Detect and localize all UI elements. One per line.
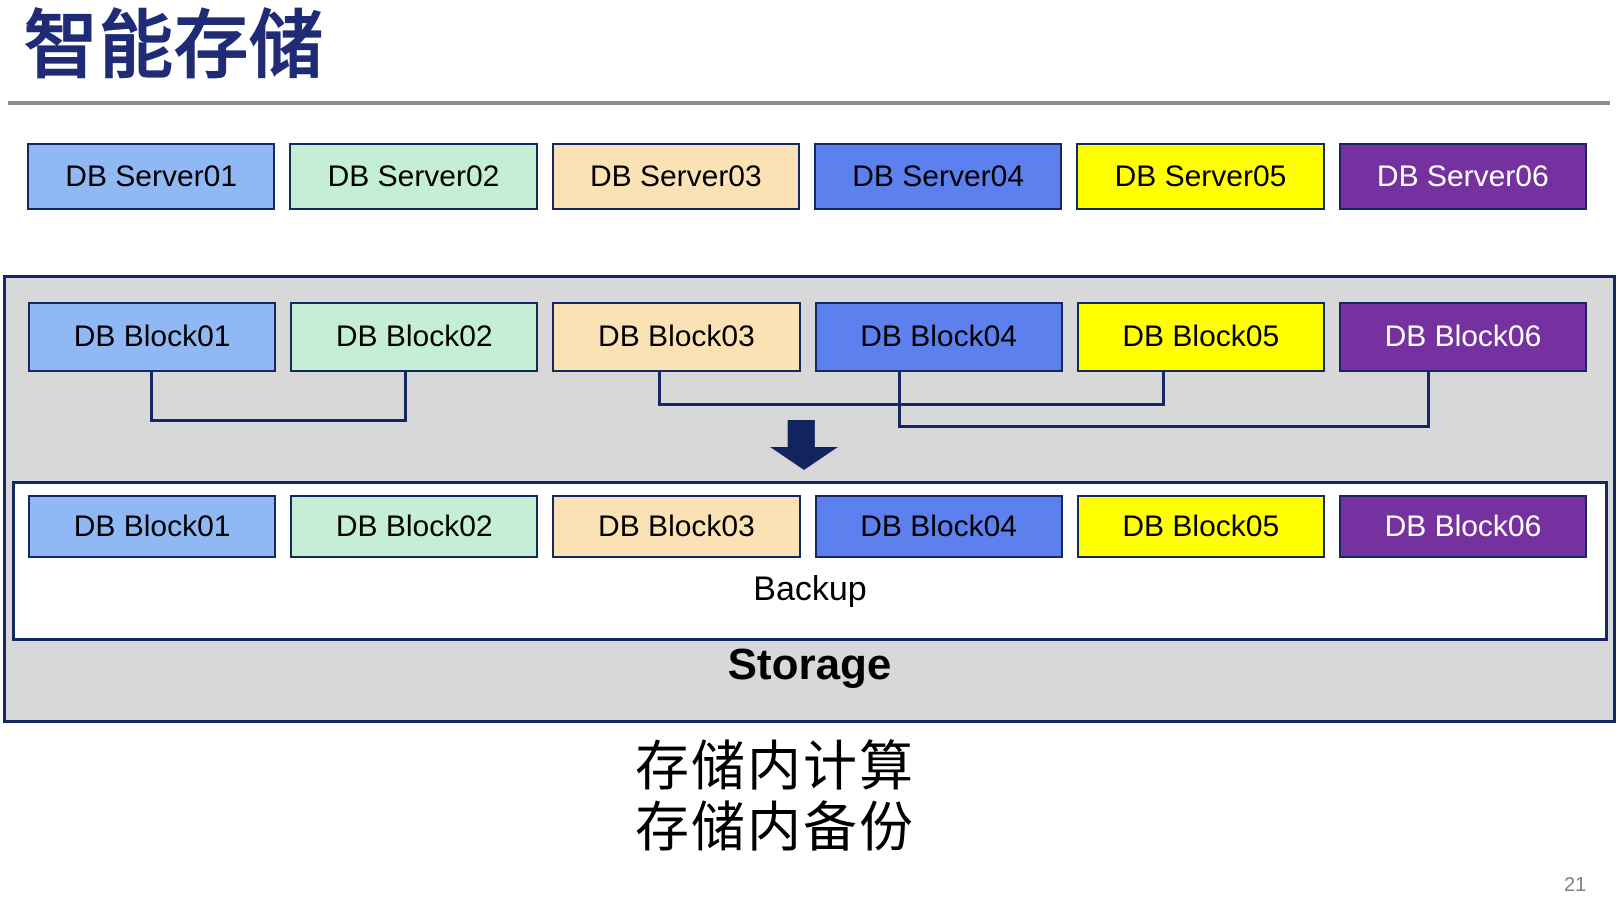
db-block-top-01: DB Block01 (28, 302, 277, 372)
db-block-bottom-06: DB Block06 (1338, 495, 1588, 558)
storage-label: Storage (727, 640, 892, 689)
db-server-box-03: DB Server03 (551, 143, 800, 210)
page-number: 21 (1564, 874, 1587, 896)
db-block-top-03: DB Block03 (552, 302, 801, 372)
backup-label: Backup (753, 570, 867, 608)
page-title: 智能存储 (24, 4, 324, 87)
connector-block04-block06 (898, 371, 1430, 428)
db-server-box-05: DB Server05 (1076, 143, 1325, 210)
db-block-bottom-02: DB Block02 (290, 495, 539, 558)
db-server-box-06: DB Server06 (1338, 143, 1587, 210)
db-block-top-02: DB Block02 (290, 302, 539, 372)
db-server-row: DB Server01 DB Server02 DB Server03 DB S… (27, 143, 1587, 210)
caption-text: 存储内计算 存储内备份 (635, 737, 915, 859)
db-block-bottom-04: DB Block04 (814, 495, 1063, 558)
db-block-bottom-05: DB Block05 (1076, 495, 1325, 558)
connector-block01-block02 (150, 371, 407, 422)
db-block-top-04: DB Block04 (814, 302, 1063, 372)
db-block-top-06: DB Block06 (1338, 302, 1588, 372)
backup-box (12, 481, 1608, 641)
title-divider (8, 101, 1610, 105)
caption-line-1: 存储内计算 (635, 737, 915, 797)
db-server-box-04: DB Server04 (813, 143, 1063, 210)
db-server-box-01: DB Server01 (27, 143, 276, 210)
db-block-top-05: DB Block05 (1076, 302, 1325, 372)
db-block-bottom-01: DB Block01 (28, 495, 277, 558)
connector-block03-block05 (658, 371, 1165, 406)
db-block-bottom-03: DB Block03 (552, 495, 801, 558)
db-server-box-02: DB Server02 (289, 143, 538, 210)
db-block-row-bottom: DB Block01 DB Block02 DB Block03 DB Bloc… (28, 495, 1588, 558)
caption-line-2: 存储内备份 (635, 798, 915, 858)
db-block-row-top: DB Block01 DB Block02 DB Block03 DB Bloc… (28, 302, 1588, 372)
